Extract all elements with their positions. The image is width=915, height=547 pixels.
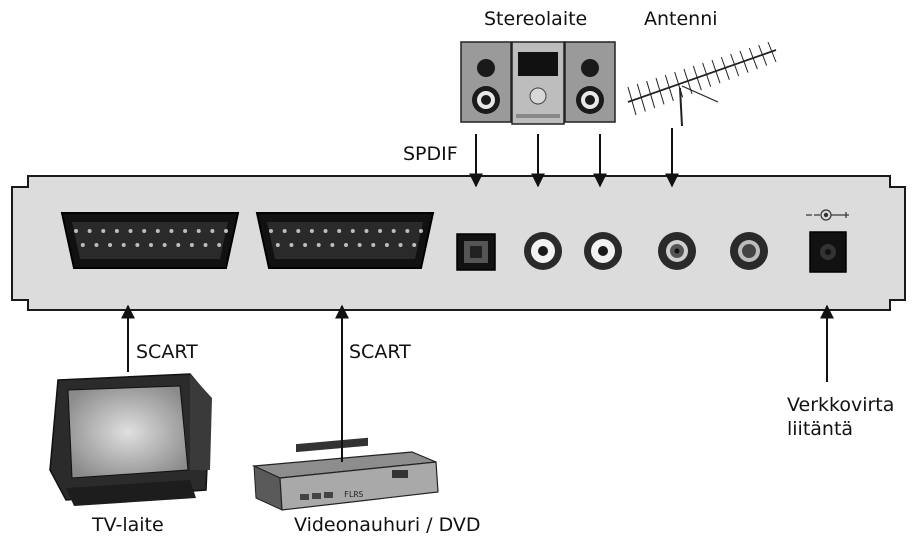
antenna-element bbox=[711, 59, 721, 84]
scart-pin bbox=[162, 243, 167, 247]
antenna-out-port[interactable] bbox=[730, 232, 768, 270]
rca-audio-right-port[interactable] bbox=[584, 232, 622, 270]
scart-pin bbox=[121, 243, 126, 247]
scart-pin bbox=[275, 243, 280, 247]
scart-pin bbox=[303, 243, 308, 247]
power-label: Verkkovirta liitäntä bbox=[787, 394, 895, 440]
antenna-element bbox=[636, 83, 646, 112]
scart-pin bbox=[80, 243, 85, 247]
antenna-element bbox=[683, 68, 693, 94]
antenna-element bbox=[646, 80, 656, 109]
antenna-element bbox=[739, 50, 749, 73]
scart-pin bbox=[371, 243, 376, 247]
scart-pin bbox=[398, 243, 403, 247]
vcr-display-text: FLRS bbox=[344, 490, 363, 499]
scart-port-vcr[interactable] bbox=[255, 212, 435, 269]
scart-pin bbox=[142, 229, 147, 233]
scart-pin bbox=[176, 243, 181, 247]
antenna-element bbox=[758, 44, 768, 66]
scart-pin bbox=[203, 243, 208, 247]
antenna-element bbox=[702, 62, 712, 87]
scart-pin bbox=[149, 243, 153, 247]
scart-pin bbox=[101, 229, 106, 233]
scart-pin bbox=[87, 229, 92, 233]
crt-tv-icon bbox=[49, 373, 212, 506]
scart-pin bbox=[316, 243, 321, 247]
scart-pin bbox=[217, 243, 222, 247]
scart-pin bbox=[391, 229, 396, 233]
scart-pin bbox=[350, 229, 355, 233]
scart-pin bbox=[108, 243, 113, 247]
dc-power-symbol-icon bbox=[806, 209, 849, 221]
antenna-element bbox=[664, 74, 674, 102]
scart-pin bbox=[405, 229, 410, 233]
antenna-element bbox=[767, 41, 777, 63]
scart-pin bbox=[412, 243, 417, 247]
spdif-optical-port[interactable] bbox=[456, 233, 496, 271]
scart-pin bbox=[282, 229, 287, 233]
scart-pin bbox=[269, 229, 273, 233]
spdif-label: SPDIF bbox=[403, 143, 458, 165]
scart-pin bbox=[210, 229, 215, 233]
antenna-element bbox=[730, 53, 740, 77]
scart-pin bbox=[114, 229, 119, 233]
vcr-label: Videonauhuri / DVD bbox=[294, 514, 481, 536]
scart-pin bbox=[323, 229, 328, 233]
antenna-element bbox=[627, 86, 637, 116]
tv-label: TV-laite bbox=[92, 514, 164, 536]
scart-tv-label: SCART bbox=[136, 341, 198, 363]
scart-port-tv[interactable] bbox=[60, 212, 240, 269]
connection-arrows bbox=[121, 128, 834, 462]
scart-pin bbox=[196, 229, 201, 233]
scart-pin bbox=[378, 229, 383, 233]
antenna-element bbox=[655, 77, 665, 105]
rca-audio-left-port[interactable] bbox=[524, 232, 562, 270]
scart-pin bbox=[189, 243, 194, 247]
stereo-system-icon bbox=[460, 41, 616, 125]
scart-pin bbox=[337, 229, 342, 233]
antenna-element bbox=[674, 71, 684, 98]
stereo-label: Stereolaite bbox=[484, 8, 588, 30]
scart-pin bbox=[357, 243, 362, 247]
dc-power-port[interactable] bbox=[809, 231, 847, 273]
scart-pin bbox=[183, 229, 188, 233]
scart-pin bbox=[419, 229, 423, 233]
antenna-in-port[interactable] bbox=[658, 232, 696, 270]
scart-pin bbox=[224, 229, 228, 233]
antenna-element bbox=[748, 47, 758, 70]
antenna-element bbox=[720, 56, 730, 80]
scart-pin bbox=[344, 243, 348, 247]
scart-pin bbox=[289, 243, 294, 247]
scart-pin bbox=[330, 243, 335, 247]
scart-pin bbox=[296, 229, 301, 233]
scart-pin bbox=[384, 243, 389, 247]
antenna-label: Antenni bbox=[644, 8, 718, 30]
antenna-element bbox=[692, 65, 702, 91]
scart-pin bbox=[364, 229, 369, 233]
scart-vcr-label: SCART bbox=[349, 341, 411, 363]
scart-pin bbox=[309, 229, 314, 233]
scart-pin bbox=[155, 229, 160, 233]
scart-pin bbox=[94, 243, 99, 247]
scart-pin bbox=[74, 229, 78, 233]
scart-pin bbox=[135, 243, 140, 247]
vcr-icon: FLRS bbox=[251, 437, 439, 511]
tv-antenna-icon bbox=[627, 41, 777, 127]
scart-pin bbox=[169, 229, 174, 233]
scart-pin bbox=[128, 229, 133, 233]
